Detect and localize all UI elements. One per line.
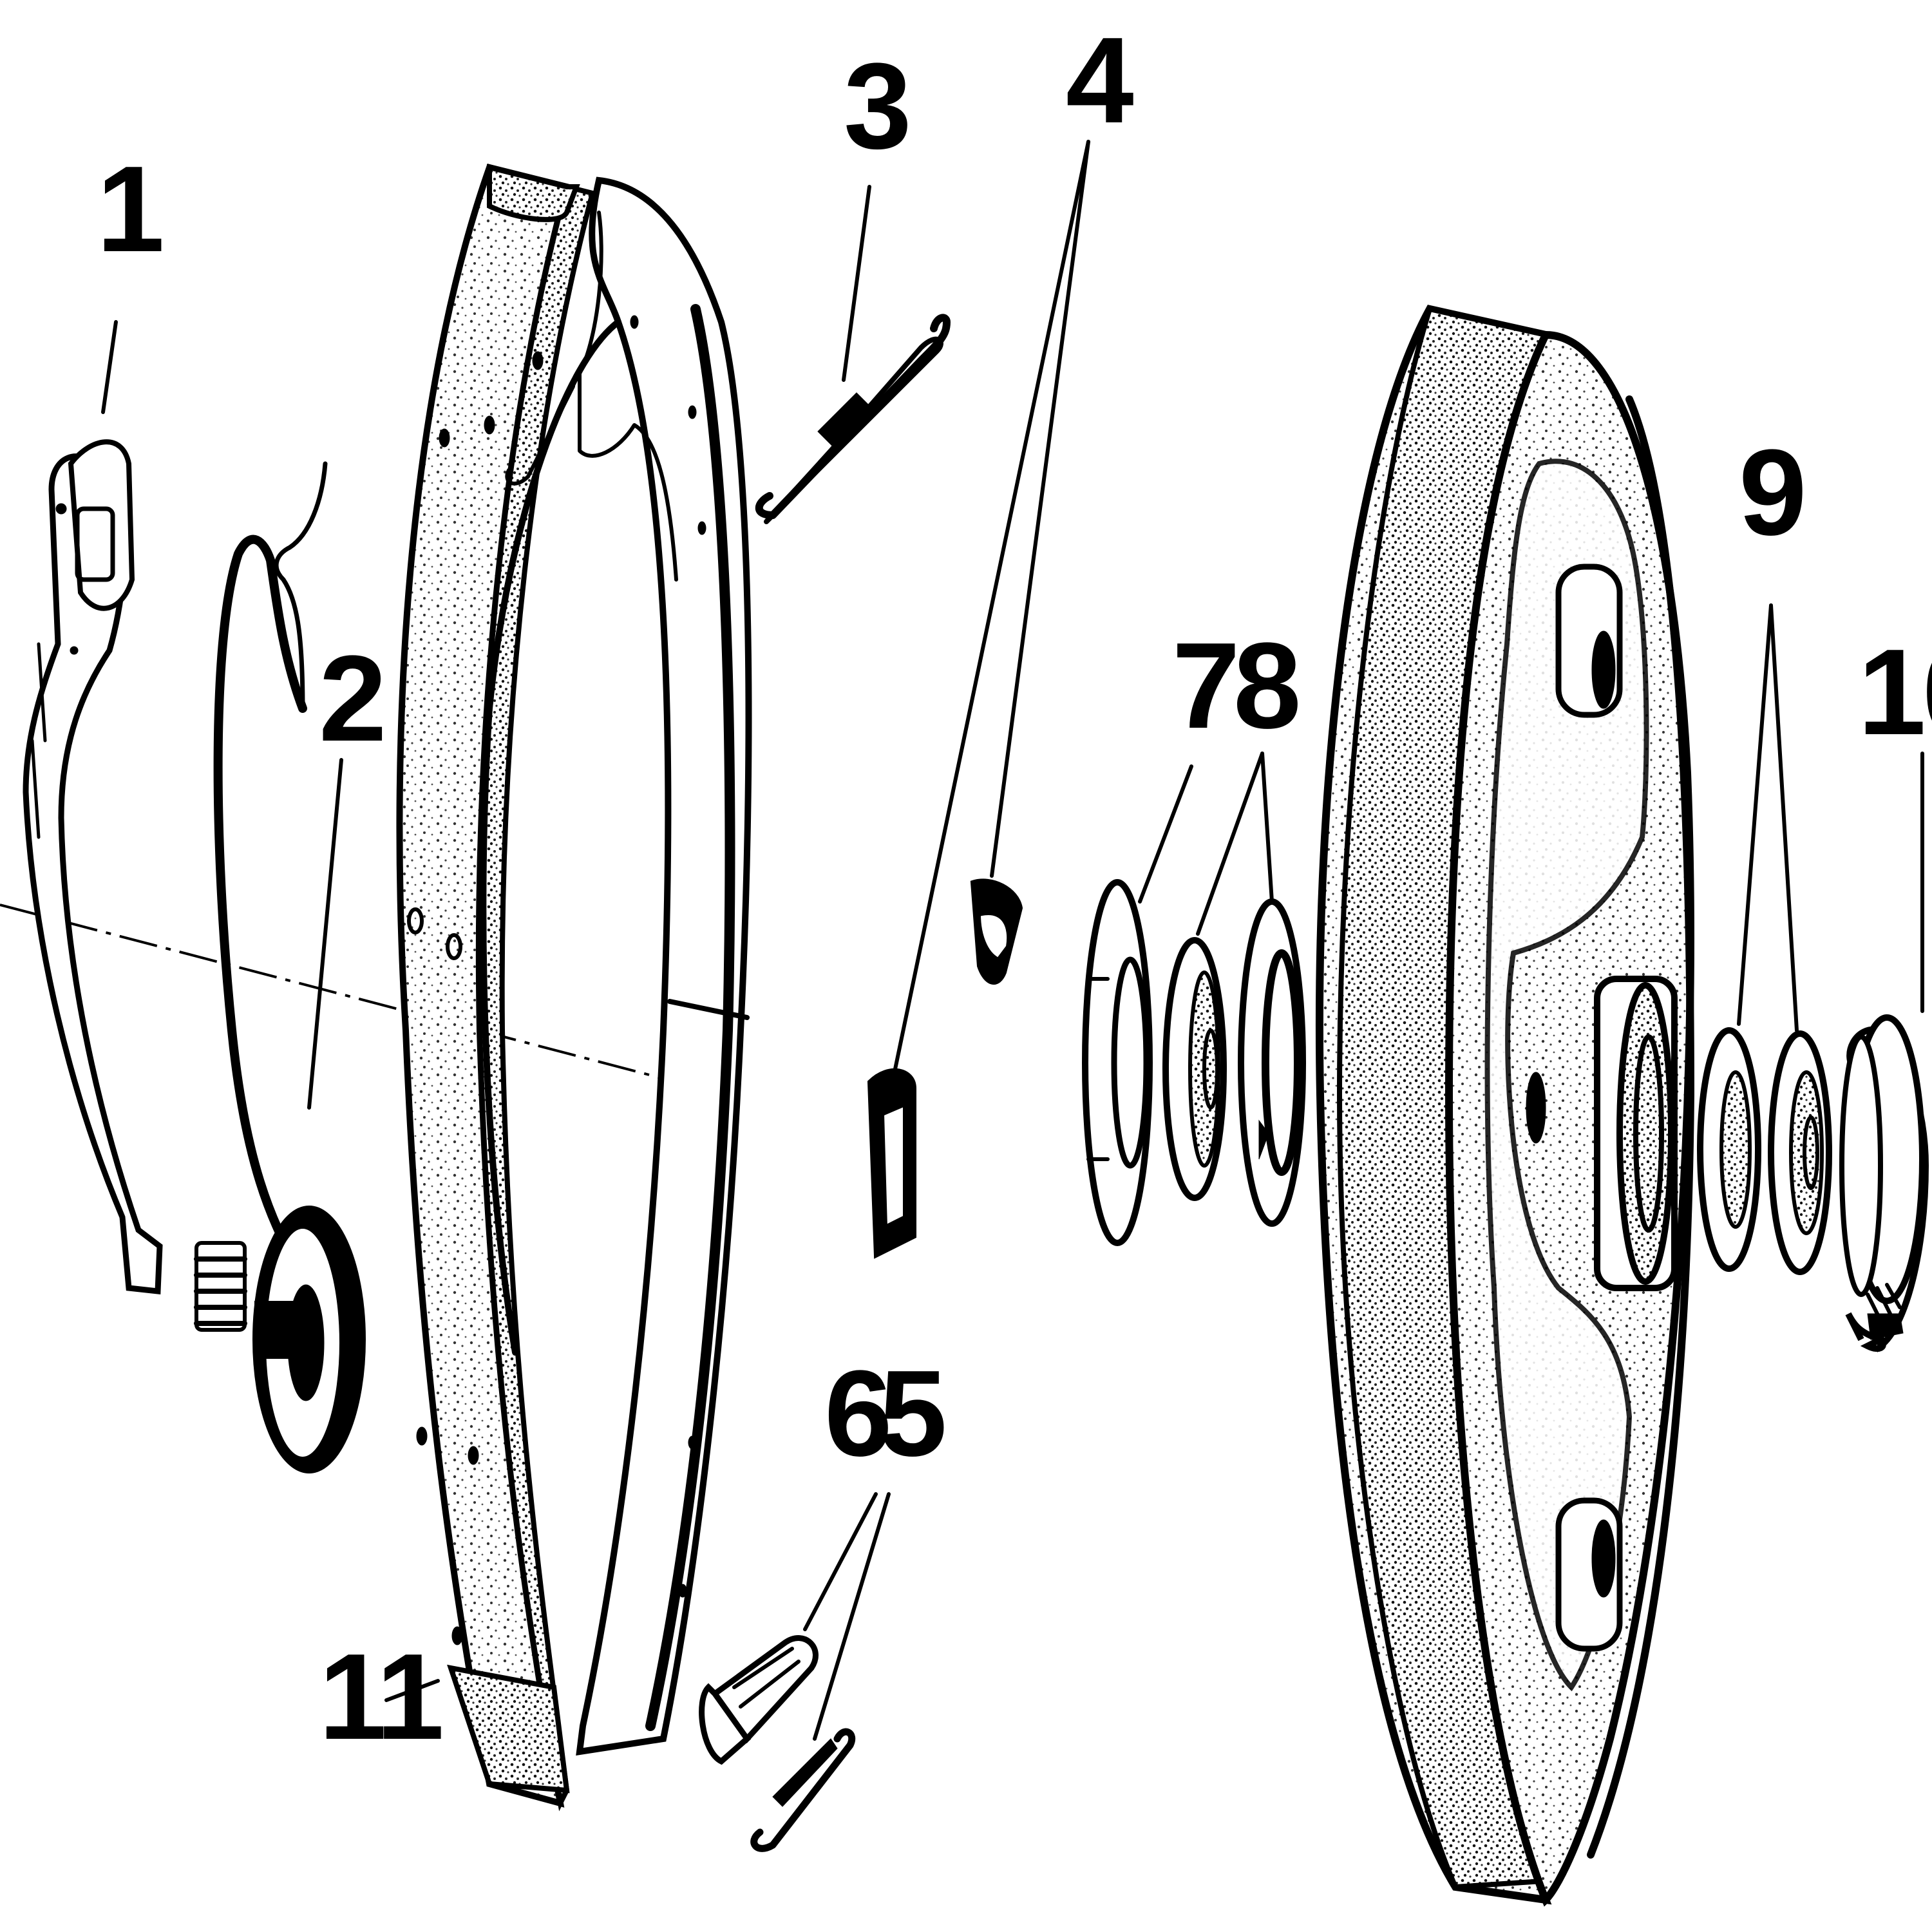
callout-2: 2: [319, 630, 383, 767]
part-10-dust-cap: [1839, 1014, 1929, 1353]
part-5-pin-spring: [750, 1728, 856, 1852]
callout-4: 4: [1066, 12, 1133, 149]
callout-7: 7: [1172, 618, 1236, 754]
part-4-retainer-blocks: [867, 878, 1023, 1259]
callout-11: 11: [319, 1629, 441, 1765]
part-8-bearing-race: [1238, 898, 1306, 1227]
part-2-return-wire-and-cam: [213, 461, 366, 1473]
part-9-outer-bearing: [1768, 1030, 1832, 1275]
callout-10: 10: [1858, 624, 1932, 761]
callout-8: 8: [1233, 618, 1298, 754]
part-8-inner-bearing: [1162, 937, 1227, 1201]
leader-lines: [101, 140, 1924, 1741]
callout-3: 3: [844, 38, 908, 175]
brake-drum: [1315, 305, 1694, 1907]
part-11-brake-shoes: [396, 164, 752, 1812]
adjuster-spring: [194, 1241, 247, 1332]
part-7-seal-ring: [1082, 879, 1153, 1246]
center-axis-line: [0, 904, 677, 1083]
rivet-holes: [407, 315, 706, 1645]
part-3-spring-clip: [755, 314, 951, 524]
callout-9: 9: [1739, 424, 1803, 561]
part-6-adjuster-pin: [699, 1635, 819, 1765]
callout-5: 5: [879, 1345, 944, 1482]
callout-numbers: 1 2 3 4 6 5 7 8 9 10 11: [97, 12, 1932, 1765]
part-9-outer-race: [1697, 1027, 1761, 1272]
part-1-lever-arm: [23, 439, 163, 1295]
callout-6: 6: [824, 1345, 889, 1482]
callout-1: 1: [97, 141, 162, 278]
